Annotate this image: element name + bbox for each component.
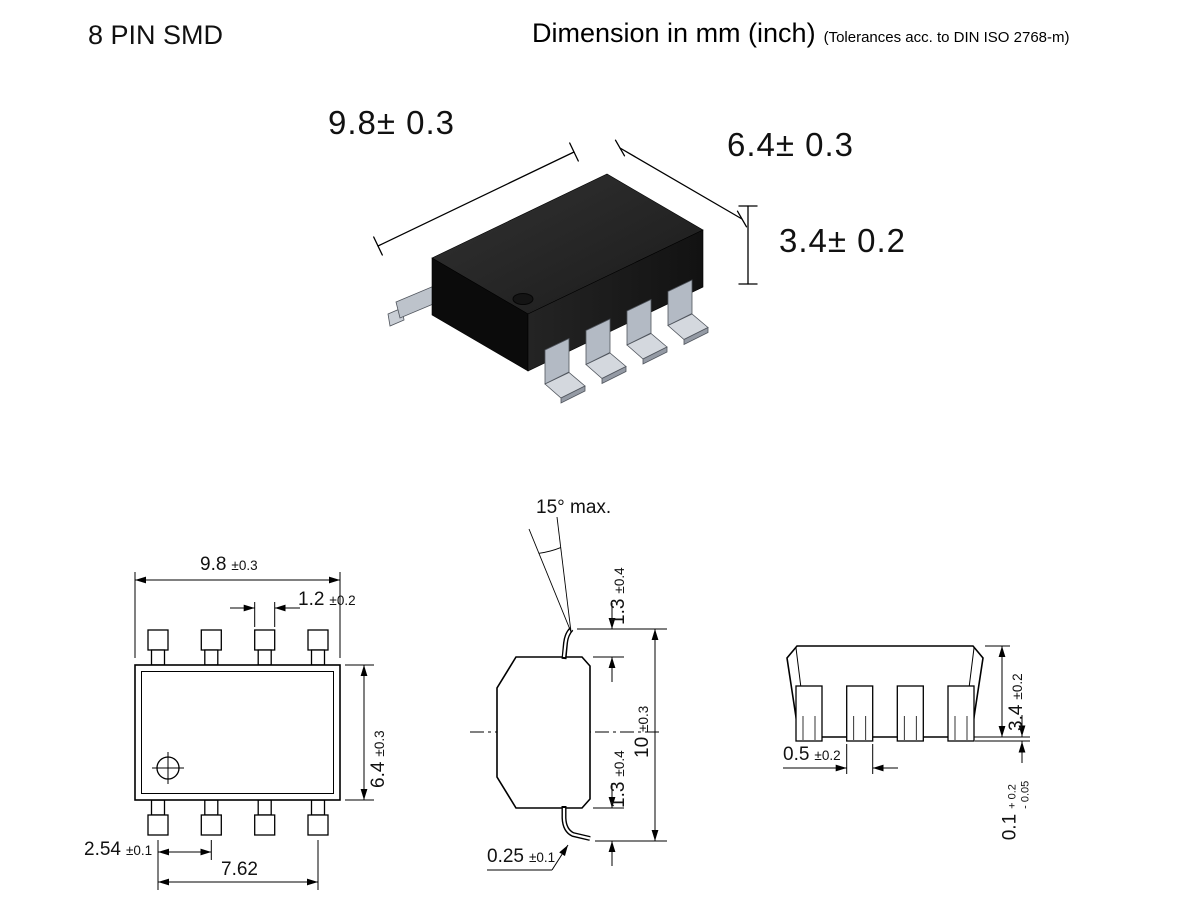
side-view-body <box>496 656 591 809</box>
page-title: 8 PIN SMD <box>88 20 223 51</box>
top-view-lead-width-label: 1.2 ±0.2 <box>298 589 356 611</box>
dim-tolerance-plus: + 0.2 <box>1006 784 1019 809</box>
dim-tolerance-minus: - 0.05 <box>1019 780 1032 809</box>
isometric-view <box>373 139 758 404</box>
dim-value: 1.2 <box>298 589 325 610</box>
dim-value: 7.62 <box>221 859 258 880</box>
dim-value: 15° max. <box>536 497 612 518</box>
side-view-dimension-lines <box>487 603 667 871</box>
dim-tolerance: ±0.3 <box>636 705 651 732</box>
side-view-lead-top-label: 1.3 ±0.4 <box>608 567 630 625</box>
dim-tolerance: ±0.4 <box>612 567 627 594</box>
side-view-thickness-label: 0.25 ±0.1 <box>487 846 555 868</box>
dim-value: 0.1 <box>999 813 1021 841</box>
top-view-body-inner <box>141 671 334 794</box>
top-view <box>134 572 374 890</box>
package-body <box>431 173 704 372</box>
dim-value: 2.54 <box>84 839 121 860</box>
dim-tolerance: ±0.1 <box>125 843 153 858</box>
dim-tolerance: ±0.1 <box>528 850 556 865</box>
iso-width-label: 6.4± 0.3 <box>727 126 854 164</box>
top-view-pins-bottom <box>147 799 329 836</box>
top-view-span-label: 7.62 <box>221 859 258 881</box>
top-view-body-width-label: 6.4 ±0.3 <box>368 730 390 788</box>
dim-tolerance: ±0.4 <box>612 750 627 777</box>
iso-width-value: 6.4± 0.3 <box>727 126 855 163</box>
side-view-lead-bottom <box>561 806 591 841</box>
dim-value: 1.3 <box>608 598 629 625</box>
side-view-lead-top <box>561 627 574 660</box>
page-title-text: 8 PIN SMD <box>88 20 224 50</box>
end-view-height-label: 3.4 ±0.2 <box>1006 673 1028 731</box>
pin1-dimple <box>512 293 534 305</box>
dim-value: 10 <box>632 736 653 758</box>
top-view-dimension-lines <box>134 572 374 890</box>
iso-dimension-lines <box>373 139 758 285</box>
package-lead-back <box>387 285 439 327</box>
dim-tolerance-stack: + 0.2 - 0.05 <box>1007 781 1032 809</box>
dimension-title-block: Dimension in mm (inch) (Tolerances acc. … <box>532 18 1070 49</box>
iso-length-value: 9.8± 0.3 <box>328 104 456 141</box>
lead-angle-construction <box>528 516 572 633</box>
dim-tolerance: ±0.2 <box>329 593 356 608</box>
end-view-lead-width-label: 0.5 ±0.2 <box>783 744 841 766</box>
dim-value: 6.4 <box>368 761 389 788</box>
end-view <box>783 645 1030 774</box>
side-view <box>470 516 667 871</box>
dimension-title: Dimension in mm (inch) <box>532 18 816 48</box>
side-view-angle-label: 15° max. <box>536 497 611 519</box>
iso-height-value: 3.4± 0.2 <box>779 222 907 259</box>
dim-tolerance: ±0.3 <box>231 558 258 573</box>
dim-tolerance: ±0.3 <box>372 730 387 757</box>
dim-value: 0.5 <box>783 744 810 765</box>
dim-value: 1.3 <box>608 781 629 808</box>
dim-value: 3.4 <box>1006 704 1027 731</box>
dim-value: 9.8 <box>200 554 227 575</box>
end-view-standoff-label: 0.1 + 0.2 - 0.05 <box>1000 781 1032 841</box>
end-view-dimension-lines <box>783 645 1030 774</box>
side-view-lead-bottom-label: 1.3 ±0.4 <box>608 750 630 808</box>
top-view-body-length-label: 9.8 ±0.3 <box>200 554 258 576</box>
top-view-pitch-label: 2.54 ±0.1 <box>84 839 152 861</box>
package-leads-front <box>544 279 709 404</box>
top-view-body <box>134 664 341 801</box>
dim-tolerance: ±0.2 <box>814 748 841 763</box>
tolerance-note: (Tolerances acc. to DIN ISO 2768-m) <box>823 29 1070 46</box>
dim-tolerance: ±0.2 <box>1010 673 1025 700</box>
pin1-marker <box>152 752 184 784</box>
end-view-pins <box>795 685 975 742</box>
side-view-overall-label: 10 ±0.3 <box>632 706 654 758</box>
top-view-pins-top <box>147 629 329 666</box>
iso-height-label: 3.4± 0.2 <box>779 222 906 260</box>
dim-value: 0.25 <box>487 846 524 867</box>
iso-length-label: 9.8± 0.3 <box>328 104 455 142</box>
